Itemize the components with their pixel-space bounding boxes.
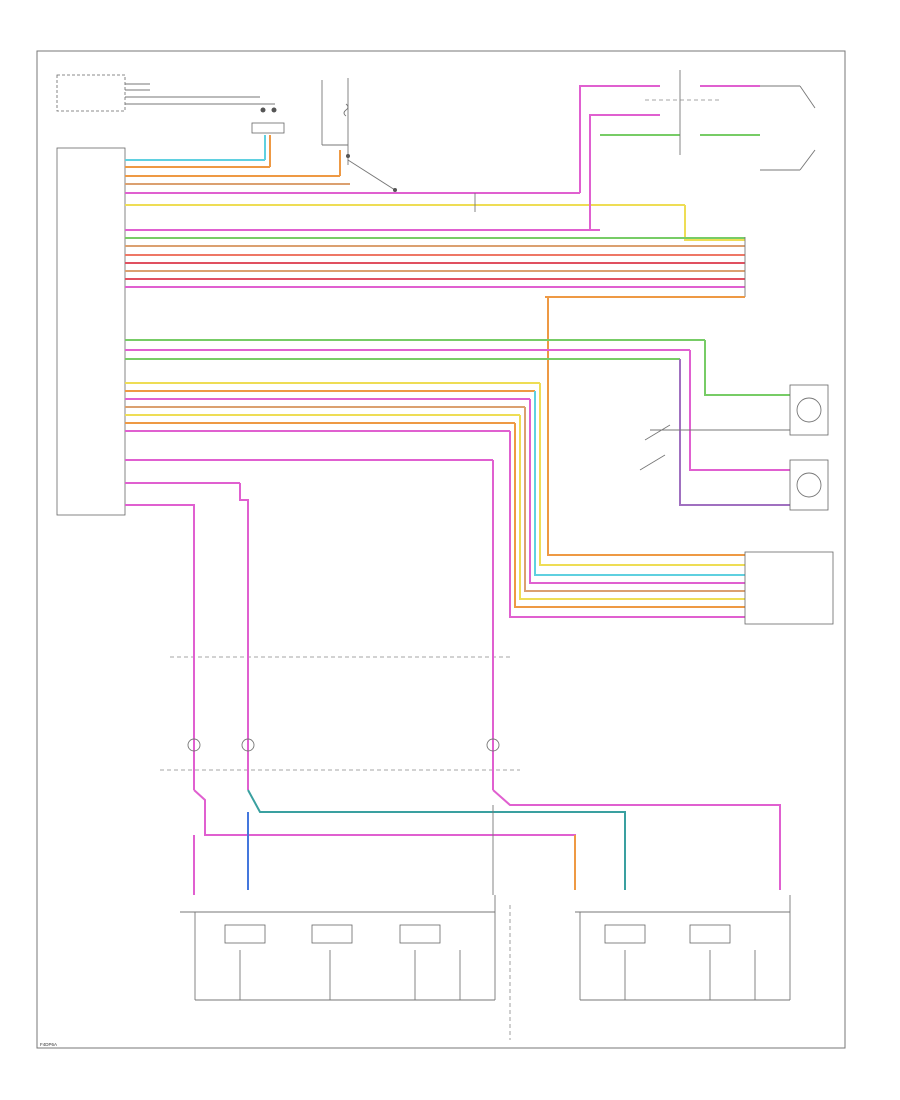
diagram-footer-code: F4DP6A	[40, 1042, 57, 1047]
powertrain-control-module-box	[56, 147, 126, 516]
cluster-box	[56, 74, 126, 112]
right-front-wheel-speed-sensor	[789, 459, 829, 511]
splice-connector-top	[260, 107, 266, 113]
diagram-frame	[36, 50, 846, 1049]
throttle-control-module-box	[744, 551, 834, 625]
left-front-wheel-speed-sensor	[789, 384, 829, 436]
